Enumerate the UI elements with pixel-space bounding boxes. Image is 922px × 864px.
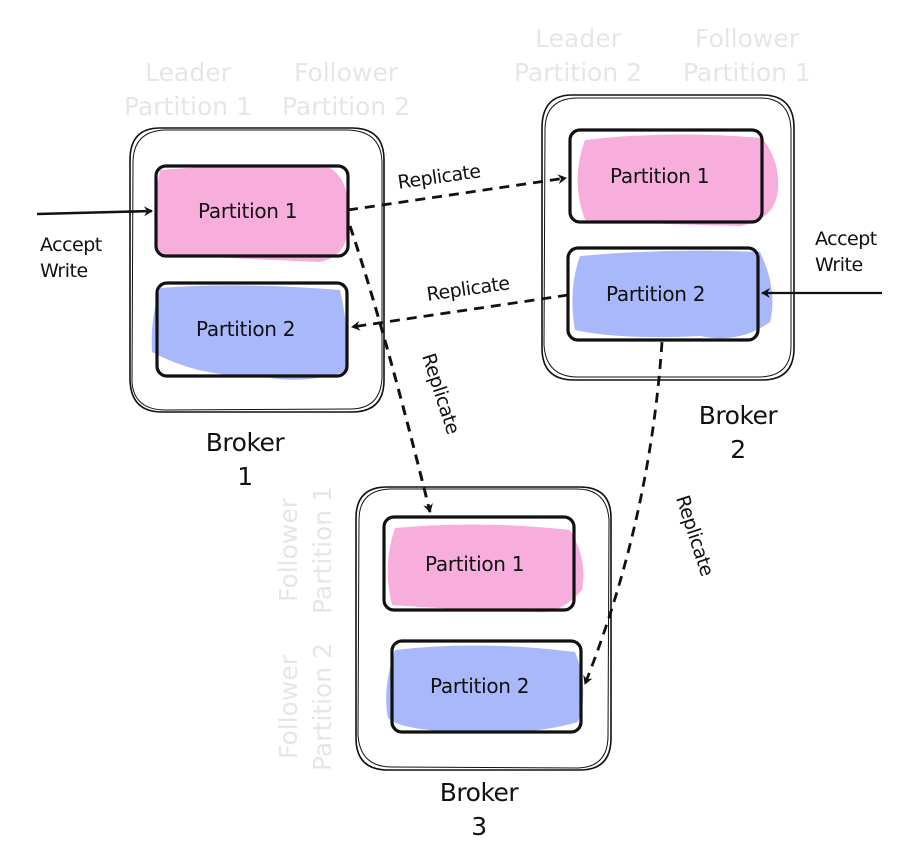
broker-1 — [129, 127, 385, 413]
broker-label-line: Broker — [205, 428, 285, 457]
broker-3-outline-sketch — [357, 488, 610, 769]
broker-3-label: Broker 3 — [424, 776, 534, 844]
partition-label: Partition 1 — [425, 552, 525, 576]
partition-fill — [386, 645, 584, 733]
partition-label: Partition 2 — [606, 282, 706, 306]
broker-1-label: Broker 1 — [190, 426, 300, 494]
role-label-broker-2-follower: Follower Partition 1 — [676, 22, 818, 90]
role-label-line: Partition 1 — [682, 58, 812, 87]
role-label-line: Partition 1 — [308, 485, 337, 615]
replicate-arrow-b2p2-to-b1p2 — [351, 293, 569, 331]
role-label-broker-1-follower: Follower Partition 2 — [275, 56, 417, 124]
broker-label-line: 3 — [471, 812, 487, 841]
role-label-broker-3-follower-1: Follower Partition 1 — [272, 475, 340, 625]
broker-2-label: Broker 2 — [683, 399, 793, 467]
partition-fill — [154, 166, 349, 262]
broker-label-line: Broker — [698, 401, 778, 430]
role-label-broker-2-leader: Leader Partition 2 — [507, 22, 649, 90]
partition-label: Partition 1 — [198, 199, 298, 223]
role-label-line: Partition 2 — [513, 58, 643, 87]
role-label-line: Follower — [694, 24, 800, 53]
accept-write-arrow-broker-1 — [36, 206, 153, 217]
role-label-line: Partition 1 — [123, 92, 253, 121]
role-label-line: Follower — [274, 497, 303, 603]
broker-1-partition-1[interactable] — [154, 164, 350, 258]
broker-1-outline — [129, 127, 385, 413]
broker-1-outline-sketch — [131, 129, 383, 411]
note-line: Accept — [815, 228, 877, 250]
broker-label-line: Broker — [439, 778, 519, 807]
note-line: Write — [815, 254, 863, 276]
replicate-arrow-b2p2-to-b3p2 — [583, 341, 664, 685]
role-label-line: Follower — [274, 654, 303, 760]
partition-label: Partition 2 — [196, 317, 296, 341]
role-label-line: Follower — [293, 58, 399, 87]
note-line: Write — [40, 260, 88, 282]
broker-label-line: 2 — [730, 435, 746, 464]
note-line: Accept — [40, 234, 102, 256]
broker-3-partition-2[interactable] — [390, 639, 583, 734]
role-label-line: Partition 2 — [308, 642, 337, 772]
broker-2 — [541, 94, 795, 381]
broker-label-line: 1 — [237, 462, 253, 491]
role-label-broker-1-leader: Leader Partition 1 — [118, 56, 258, 124]
broker-1-partition-2[interactable] — [155, 281, 349, 378]
broker-3 — [355, 486, 612, 771]
partition-fill — [387, 524, 584, 613]
replicate-arrow-b1p1-to-b2p1 — [347, 174, 567, 212]
partition-fill — [151, 285, 347, 380]
broker-2-partition-1[interactable] — [568, 128, 764, 224]
broker-3-outline — [355, 486, 612, 771]
accept-write-note-broker-1: Accept Write — [40, 232, 102, 284]
broker-2-outline-sketch — [543, 97, 792, 378]
accept-write-note-broker-2: Accept Write — [815, 226, 877, 278]
partition-fill — [577, 134, 779, 226]
role-label-broker-3-follower-2: Follower Partition 2 — [272, 632, 340, 782]
broker-2-outline — [541, 94, 795, 381]
role-label-line: Leader — [535, 24, 621, 53]
role-label-line: Partition 2 — [281, 92, 411, 121]
role-label-line: Leader — [145, 58, 231, 87]
partition-label: Partition 1 — [610, 164, 710, 188]
partition-label: Partition 2 — [430, 674, 530, 698]
partition-fill — [572, 250, 773, 339]
broker-3-partition-1[interactable] — [382, 515, 576, 612]
broker-2-partition-2[interactable] — [566, 246, 760, 342]
